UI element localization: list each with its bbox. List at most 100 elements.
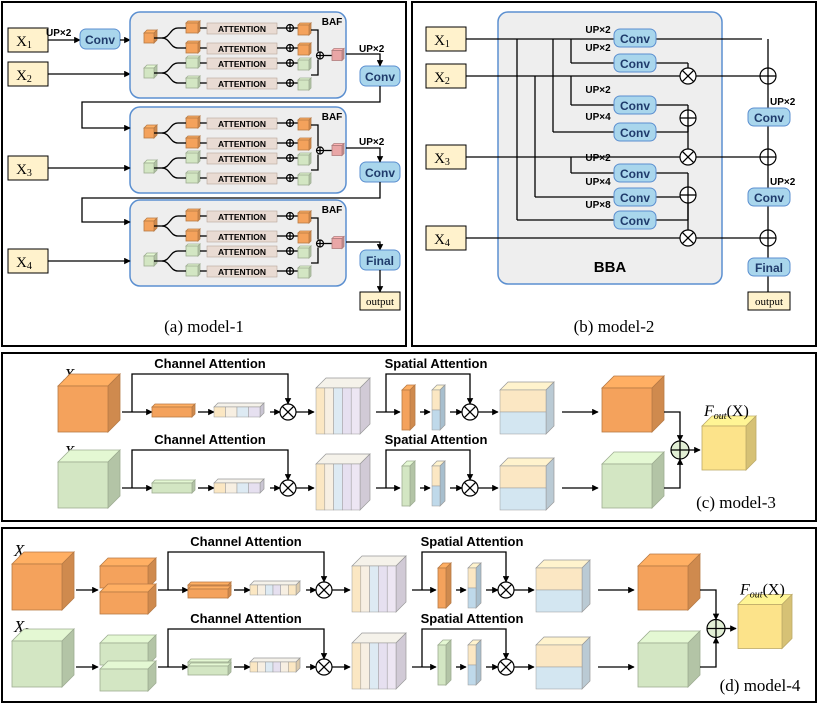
fuse-add-icon bbox=[315, 51, 325, 60]
spatial-weighted-cube bbox=[535, 559, 591, 613]
add-icon bbox=[706, 618, 726, 639]
chunk-cube bbox=[185, 263, 201, 277]
conv-b bbox=[613, 95, 657, 115]
add-icon bbox=[670, 440, 690, 460]
right-up-label-1: UP×2 bbox=[770, 97, 796, 108]
add-icon bbox=[285, 266, 295, 276]
channel-weights bbox=[213, 402, 265, 418]
multiply-icon bbox=[679, 229, 697, 247]
multiply-icon bbox=[497, 581, 515, 599]
bba-block bbox=[497, 11, 723, 285]
spatial-weights bbox=[431, 384, 446, 431]
input-x2: X2 bbox=[7, 61, 49, 87]
svg-text:X4: X4 bbox=[434, 232, 450, 249]
chunk-cube bbox=[185, 135, 201, 149]
input-b-x4: X4 bbox=[425, 225, 467, 251]
attention-label: ATTENTION bbox=[218, 247, 266, 257]
conv-b-0 bbox=[613, 28, 657, 48]
split-top bbox=[99, 634, 157, 666]
refined-cube bbox=[637, 630, 701, 688]
feature-chunk bbox=[185, 170, 201, 184]
add-icon bbox=[285, 138, 295, 148]
svg-text:X3: X3 bbox=[16, 162, 32, 179]
channel-attention-label: Channel Attention bbox=[190, 534, 302, 549]
out-cube bbox=[297, 117, 312, 131]
pooled-feature-2 bbox=[187, 585, 232, 599]
spatial-weights bbox=[467, 639, 482, 686]
feature-chunk bbox=[185, 150, 201, 164]
feature-chunk bbox=[185, 135, 201, 149]
feature-cube bbox=[143, 64, 158, 79]
chunk-cube bbox=[185, 243, 201, 257]
final-label-b: Final bbox=[755, 261, 783, 275]
out-cube bbox=[297, 230, 312, 244]
feature-chunk bbox=[185, 243, 201, 257]
chunk-cube bbox=[185, 208, 201, 222]
up-b-label: UP×2 bbox=[585, 43, 611, 54]
pooled-feature bbox=[151, 403, 196, 418]
out-cube bbox=[297, 245, 312, 259]
up-b-label: UP×4 bbox=[585, 112, 611, 123]
channel-weighted-cube bbox=[351, 632, 407, 690]
channel-weighted-cube bbox=[315, 453, 371, 511]
panel-b: BBA X1 X2 X3 X4 bbox=[411, 1, 817, 347]
high-branch: Channel Attention Spatial Attention bbox=[11, 534, 701, 615]
conv-label-right-1: Conv bbox=[365, 70, 395, 84]
output-label: output bbox=[366, 296, 394, 308]
channel-weighted-cube bbox=[315, 377, 371, 435]
feature-cube bbox=[143, 124, 158, 139]
conv-label: Conv bbox=[85, 33, 115, 47]
conv-b-label: Conv bbox=[620, 32, 650, 46]
up-b-label: UP×2 bbox=[585, 85, 611, 96]
add-icon bbox=[759, 67, 777, 85]
spatial-map bbox=[437, 639, 452, 686]
spatial-weighted-cube bbox=[499, 381, 555, 435]
channel-weights bbox=[249, 580, 301, 596]
caption-d: (d) model-4 bbox=[720, 676, 801, 695]
chunk-cube bbox=[185, 115, 201, 129]
attention-label: ATTENTION bbox=[218, 24, 266, 34]
conv-b-label: Conv bbox=[620, 191, 650, 205]
add-icon bbox=[679, 109, 697, 127]
chunk-cube bbox=[185, 75, 201, 89]
refined-cube bbox=[601, 375, 665, 433]
attention-label: ATTENTION bbox=[218, 174, 266, 184]
out-cube bbox=[297, 137, 312, 151]
out-cube bbox=[297, 265, 312, 279]
conv-b bbox=[613, 210, 657, 230]
attention-label: ATTENTION bbox=[218, 44, 266, 54]
spatial-attention-label: Spatial Attention bbox=[421, 534, 524, 549]
feature-cube bbox=[143, 159, 158, 174]
spatial-map bbox=[437, 562, 452, 609]
add-icon bbox=[285, 23, 295, 33]
right-conv-label-1: Conv bbox=[754, 111, 784, 125]
up-b-label: UP×2 bbox=[585, 25, 611, 36]
chunk-cube bbox=[185, 170, 201, 184]
conv-b bbox=[613, 163, 657, 183]
add-icon bbox=[285, 246, 295, 256]
multiply-icon bbox=[497, 658, 515, 676]
channel-attention-label: Channel Attention bbox=[190, 611, 302, 626]
add-icon bbox=[285, 118, 295, 128]
input-x1: X1 bbox=[7, 27, 49, 53]
pooled-feature-2 bbox=[187, 662, 232, 676]
right-conv-1 bbox=[747, 107, 791, 127]
add-icon bbox=[285, 211, 295, 221]
baf-row-high: ATTENTION ATTENTION bbox=[143, 20, 312, 56]
feature-cube bbox=[143, 217, 158, 232]
feature-chunk bbox=[185, 40, 201, 54]
channel-weighted-cube bbox=[351, 555, 407, 613]
add-icon bbox=[759, 229, 777, 247]
add-icon bbox=[285, 153, 295, 163]
up-label-top: UP×2 bbox=[46, 28, 72, 39]
up-b-label: UP×8 bbox=[585, 200, 611, 211]
chunk-cube bbox=[185, 228, 201, 242]
feature-cube bbox=[143, 29, 158, 44]
svg-text:X4: X4 bbox=[16, 255, 32, 272]
